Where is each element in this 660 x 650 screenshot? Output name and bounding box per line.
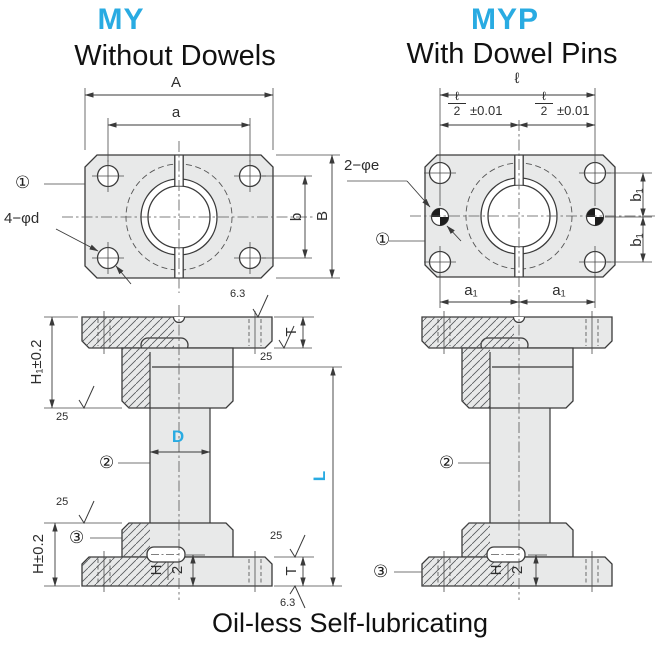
finish-25-lower-right: 25 xyxy=(270,530,283,542)
dim-label-a: a xyxy=(171,104,181,121)
dim-label-T-top: T xyxy=(282,327,300,337)
balloon-part2-right: ② xyxy=(439,453,455,472)
dim-label-H-tol: H±0.2 xyxy=(29,534,47,574)
leader-2-phi-e-2 xyxy=(446,225,462,242)
dim-label-A: A xyxy=(170,74,181,91)
variant-subtitle-right: With Dowel Pins xyxy=(406,38,618,70)
model-title-left: MY xyxy=(97,3,145,36)
left-flange-hole-crosshairs xyxy=(92,160,266,274)
fraction-bar xyxy=(535,103,553,104)
finish-25-upper-right: 25 xyxy=(260,351,273,363)
dim-label-L: L xyxy=(309,470,329,482)
right-section-hole-centers xyxy=(443,311,593,592)
dim-label-H2-num-right: H xyxy=(487,564,505,576)
finish-63-bottom: 6.3 xyxy=(280,597,296,609)
right-flange-centerlines xyxy=(410,120,655,294)
holes-callout-4-phi-d: 4−φd xyxy=(4,210,40,227)
dim-label-T-bottom: T xyxy=(282,566,300,576)
dim-label-H2-den-right: 2 xyxy=(508,565,526,575)
dim-label-b1-bottom: b₁ xyxy=(627,233,645,247)
finish-63-top: 6.3 xyxy=(230,288,246,300)
dim-label-a1-left: a₁ xyxy=(464,282,478,299)
dim-label-b1-top: b₁ xyxy=(627,188,645,202)
dim-label-B: B xyxy=(313,211,331,222)
dim-label-D: D xyxy=(171,427,185,446)
right-flange-top-view xyxy=(424,154,616,278)
balloon-part3-right: ③ xyxy=(373,562,389,581)
dowel-pin-symbols xyxy=(430,207,605,227)
leader-4-phi-d xyxy=(55,228,99,252)
model-title-right: MYP xyxy=(470,3,539,36)
left-section-hole-centers xyxy=(103,311,256,592)
dim-label-l2-left: ℓ 2 xyxy=(446,90,468,117)
dim-label-a1-right: a₁ xyxy=(552,282,566,299)
leader-4-phi-d-2 xyxy=(115,265,132,285)
product-caption: Oil-less Self-lubricating xyxy=(211,608,489,638)
balloon-part3-left: ③ xyxy=(69,528,85,547)
finish-25-upper-left: 25 xyxy=(56,411,69,423)
finish-25-lower-left: 25 xyxy=(56,496,69,508)
balloon-part1-right: ① xyxy=(375,230,391,249)
balloon-part2-left: ② xyxy=(99,453,115,472)
right-section-view xyxy=(394,305,613,600)
dim-label-l: ℓ xyxy=(514,70,520,87)
tolerance-right: ±0.01 xyxy=(557,103,590,118)
right-section-hole-dashes xyxy=(437,319,599,584)
frac-denominator: 2 xyxy=(453,104,461,118)
pins-callout-2-phi-e: 2−φe xyxy=(344,157,380,174)
variant-subtitle-left: Without Dowels xyxy=(74,40,276,72)
dim-label-H2-num-left: H xyxy=(147,564,165,576)
left-flange-centerlines xyxy=(62,141,314,293)
frac-numerator: ℓ xyxy=(455,89,459,103)
fraction-bar xyxy=(448,103,466,104)
surface-finish-ticks xyxy=(78,294,306,609)
left-flange-extension-lines xyxy=(44,88,340,279)
left-section-hole-dashes xyxy=(97,319,262,584)
dim-label-l2-right: ℓ 2 xyxy=(533,90,555,117)
leader-2-phi-e xyxy=(406,180,431,208)
frac-denominator: 2 xyxy=(540,104,548,118)
balloon-part1-left: ① xyxy=(15,173,31,192)
dim-label-H2-den-left: 2 xyxy=(168,565,186,575)
dim-label-b: b xyxy=(287,212,305,222)
dim-label-H1-tol: H₁±0.2 xyxy=(27,339,45,385)
frac-numerator: ℓ xyxy=(542,89,546,103)
left-section-extension-lines xyxy=(44,316,342,587)
tolerance-left: ±0.01 xyxy=(470,103,503,118)
right-section-extension-lines xyxy=(394,462,547,580)
